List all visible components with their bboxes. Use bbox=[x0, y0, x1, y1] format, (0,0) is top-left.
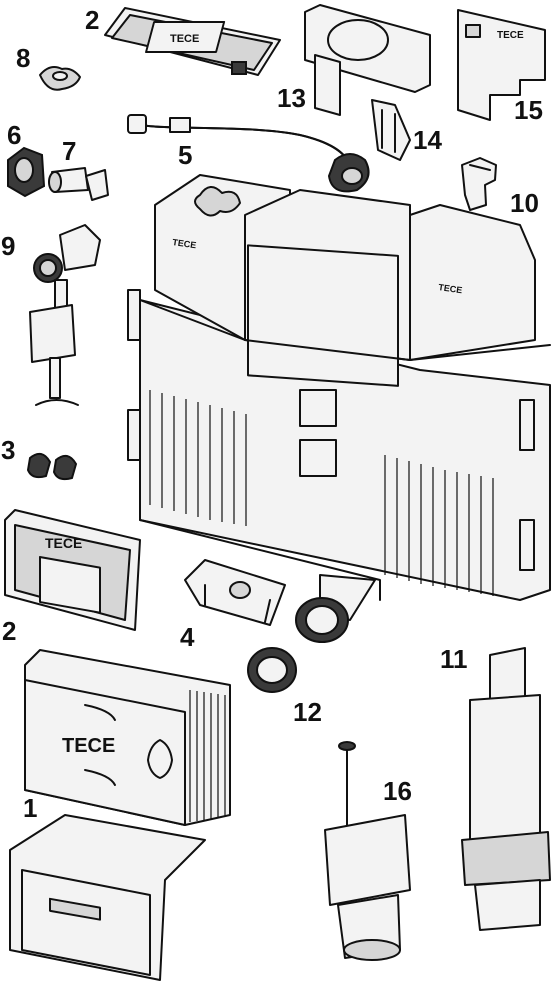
part-label-fill-valve: 9 bbox=[1, 231, 16, 261]
part-label-hose: 5 bbox=[178, 140, 193, 170]
part-label-mount-frame: 13 bbox=[277, 83, 306, 113]
cistern-logo-text-right: TECE bbox=[438, 282, 463, 295]
fill-valve bbox=[29, 224, 101, 406]
cistern-main: TECE TECE bbox=[127, 174, 551, 621]
part-label-bracket-plate: 15 bbox=[514, 95, 543, 125]
cistern-logo-text: TECE bbox=[172, 237, 197, 250]
part-label-drain-valve: 16 bbox=[383, 776, 412, 806]
hose bbox=[127, 114, 370, 193]
frame-top: TECE bbox=[104, 7, 281, 76]
part-label-seal-ring: 12 bbox=[293, 697, 322, 727]
cover-box-logo: TECE bbox=[62, 735, 115, 757]
seal-ring bbox=[247, 597, 349, 693]
frame-bottom: TECE bbox=[4, 509, 141, 631]
cover-box-lower bbox=[9, 814, 206, 981]
part-label-clip-holder: 10 bbox=[510, 188, 539, 218]
part-label-clips: 14 bbox=[413, 125, 442, 155]
ring-small bbox=[39, 66, 81, 91]
angle-valve bbox=[48, 167, 109, 201]
clips bbox=[371, 99, 411, 161]
drain-valve bbox=[324, 741, 411, 961]
flush-valve bbox=[461, 647, 551, 931]
part-label-caps: 3 bbox=[1, 435, 16, 465]
bracket-plate: TECE bbox=[457, 9, 546, 121]
frame-bottom-logo: TECE bbox=[45, 535, 82, 551]
part-label-frame-bottom: 2 bbox=[2, 616, 17, 646]
caps bbox=[26, 452, 78, 481]
mount-frame bbox=[304, 4, 431, 116]
cover-box: TECE bbox=[24, 649, 231, 826]
part-label-angle-valve: 7 bbox=[62, 136, 77, 166]
part-label-flush-valve: 11 bbox=[440, 644, 468, 674]
part-label-cover-box: 1 bbox=[23, 793, 38, 823]
part-label-valve-cap: 6 bbox=[7, 120, 22, 150]
part-label-bracket: 4 bbox=[180, 622, 195, 652]
part-label-frame-top: 2 bbox=[85, 5, 100, 35]
clip-holder bbox=[461, 157, 497, 211]
valve-cap bbox=[7, 146, 46, 198]
part-label-ring-small: 8 bbox=[16, 43, 31, 73]
bracket bbox=[184, 559, 286, 626]
bracket-plate-logo: TECE bbox=[497, 30, 524, 41]
frame-top-logo: TECE bbox=[170, 33, 199, 45]
